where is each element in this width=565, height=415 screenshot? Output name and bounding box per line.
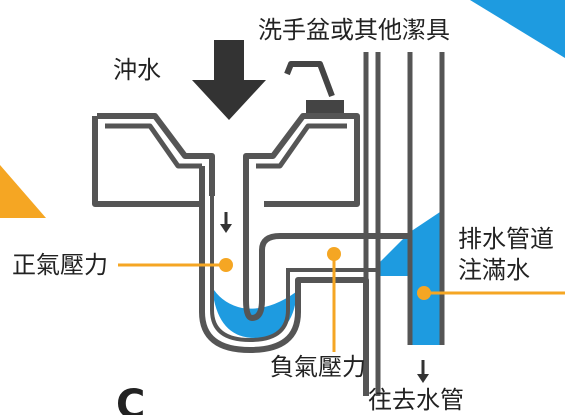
corner-letter: C — [116, 382, 145, 415]
outlet-down-arrow — [417, 360, 429, 383]
positive-pressure-dot — [219, 258, 233, 272]
trap-pipe-outer — [199, 166, 369, 396]
basin-label: 洗手盆或其他潔具 — [258, 16, 450, 44]
drain-water — [378, 212, 440, 345]
drain-full-label-1: 排水管道 — [458, 225, 554, 253]
corner-triangle-left — [0, 165, 46, 218]
basin-inner — [105, 123, 347, 169]
to-pipe-label: 往去水管 — [368, 386, 464, 414]
flush-label: 沖水 — [113, 56, 161, 84]
trap-water — [214, 290, 296, 338]
faucet-icon — [284, 61, 335, 98]
negative-pressure-dot — [327, 247, 341, 261]
inner-down-arrow — [220, 212, 232, 233]
drain-full-dot — [417, 286, 431, 300]
drain-full-label-2: 注滿水 — [458, 256, 530, 284]
trap-pipe-inner — [243, 166, 410, 321]
faucet-base — [306, 100, 344, 114]
negative-pressure-label: 負氣壓力 — [270, 353, 366, 381]
trap-pipe-mid — [210, 196, 378, 343]
positive-pressure-label: 正氣壓力 — [12, 251, 108, 279]
flush-arrow — [192, 40, 266, 120]
basin-outline — [92, 113, 360, 207]
corner-triangle-top-right — [470, 0, 565, 58]
